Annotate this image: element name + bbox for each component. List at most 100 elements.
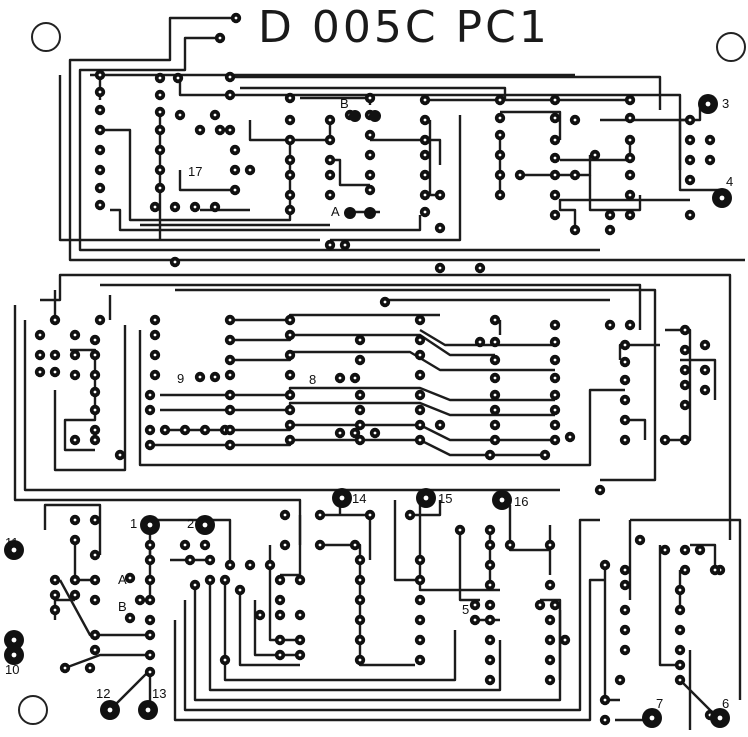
drill-hole <box>93 553 97 557</box>
drill-hole <box>368 96 372 100</box>
drill-hole <box>373 431 377 435</box>
pin-label-16: 16 <box>514 494 528 509</box>
drill-hole <box>188 558 192 562</box>
drill-hole <box>358 658 362 662</box>
drill-hole <box>603 718 607 722</box>
drill-hole <box>228 93 232 97</box>
drill-hole <box>53 593 57 597</box>
drill-hole <box>158 110 162 114</box>
drill-hole <box>148 670 152 674</box>
drill-hole <box>473 603 477 607</box>
drill-hole <box>688 178 692 182</box>
drill-hole <box>683 368 687 372</box>
drill-hole <box>258 613 262 617</box>
drill-hole <box>553 603 557 607</box>
drill-hole <box>148 633 152 637</box>
pin-label-14: 14 <box>352 491 366 506</box>
drill-hole <box>339 495 345 501</box>
drill-hole <box>208 578 212 582</box>
drill-hole <box>338 376 342 380</box>
drill-hole <box>147 522 153 528</box>
drill-hole <box>683 348 687 352</box>
drill-hole <box>228 128 232 132</box>
drill-hole <box>368 153 372 157</box>
drill-hole <box>568 435 572 439</box>
pin-labels: 1 2 3 4 5 6 7 8 9 10 11 12 13 14 15 16 1… <box>5 96 733 711</box>
drill-hole <box>288 408 292 412</box>
drill-hole <box>213 113 217 117</box>
drill-hole <box>148 578 152 582</box>
drill-hole <box>488 583 492 587</box>
drill-hole <box>623 583 627 587</box>
drill-hole <box>148 443 152 447</box>
solder-pad <box>349 110 361 122</box>
drill-hole <box>153 318 157 322</box>
mounting-hole-top-left <box>31 22 61 52</box>
drill-hole <box>628 98 632 102</box>
pin-label-17: 17 <box>188 164 202 179</box>
letter-label-a-top: A <box>331 204 340 219</box>
drill-hole <box>488 603 492 607</box>
drill-hole <box>228 373 232 377</box>
drill-hole <box>53 353 57 357</box>
drill-hole <box>248 168 252 172</box>
drill-hole <box>478 340 482 344</box>
drill-hole <box>418 558 422 562</box>
drill-hole <box>93 353 97 357</box>
drill-hole <box>553 138 557 142</box>
drill-hole <box>688 213 692 217</box>
drill-hole <box>688 118 692 122</box>
drill-hole <box>498 153 502 157</box>
drill-hole <box>202 522 208 528</box>
drill-hole <box>548 543 552 547</box>
drill-hole <box>623 608 627 612</box>
drill-hole <box>218 128 222 132</box>
drill-hole <box>153 373 157 377</box>
solder-pad <box>344 207 356 219</box>
drill-hole <box>98 203 102 207</box>
drill-hole <box>223 658 227 662</box>
drill-hole <box>623 398 627 402</box>
drill-hole <box>438 423 442 427</box>
drill-hole <box>148 558 152 562</box>
drill-hole <box>183 428 187 432</box>
pin-label-6: 6 <box>722 696 729 711</box>
drill-hole <box>98 128 102 132</box>
drill-hole <box>93 633 97 637</box>
drill-hole <box>423 495 429 501</box>
drill-hole <box>338 431 342 435</box>
drill-hole <box>683 438 687 442</box>
drill-hole <box>499 497 505 503</box>
drill-hole <box>328 138 332 142</box>
drill-hole <box>623 360 627 364</box>
drill-hole <box>628 116 632 120</box>
drill-hole <box>703 388 707 392</box>
drill-hole <box>553 116 557 120</box>
drill-hole <box>473 618 477 622</box>
drill-hole <box>678 663 682 667</box>
drill-hole <box>678 628 682 632</box>
drill-hole <box>73 578 77 582</box>
drill-hole <box>717 715 723 721</box>
drill-hole <box>213 205 217 209</box>
drill-hole <box>198 128 202 132</box>
pin-label-8: 8 <box>309 372 316 387</box>
drill-hole <box>553 340 557 344</box>
drill-hole <box>418 618 422 622</box>
drill-hole <box>418 638 422 642</box>
drill-hole <box>288 373 292 377</box>
drill-hole <box>193 583 197 587</box>
drill-hole <box>233 148 237 152</box>
drill-hole <box>423 153 427 157</box>
drill-hole <box>683 403 687 407</box>
component-pads <box>4 12 732 728</box>
drill-hole <box>233 168 237 172</box>
drill-hole <box>488 638 492 642</box>
drill-hole <box>713 568 717 572</box>
drill-hole <box>493 423 497 427</box>
drill-hole <box>278 613 282 617</box>
drill-hole <box>628 193 632 197</box>
drill-hole <box>93 408 97 412</box>
drill-hole <box>488 453 492 457</box>
drill-hole <box>163 428 167 432</box>
